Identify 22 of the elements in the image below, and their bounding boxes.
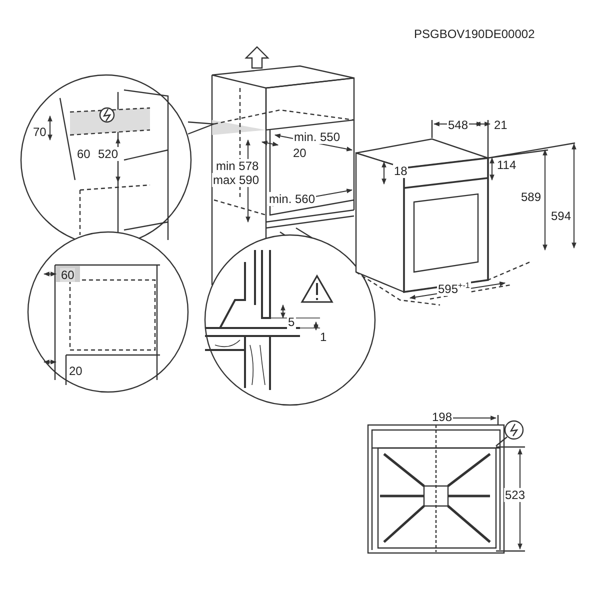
dimension-label: 70	[32, 125, 48, 139]
dimension-label: 20	[68, 364, 84, 378]
dimension-label: 1	[319, 330, 328, 344]
dimension-label: PSGBOV190DE00002	[413, 27, 536, 41]
dimension-label: 60	[60, 268, 76, 282]
dimension-label: 114	[496, 158, 518, 172]
dimension-label: 20	[292, 146, 308, 160]
dimension-label: min. 560	[268, 192, 316, 206]
dimension-label: 21	[493, 118, 508, 132]
dimension-label: 595$^{+-1}$	[437, 281, 471, 296]
dimension-label: 198	[431, 410, 454, 424]
dimension-label: min 578	[215, 159, 260, 173]
dimension-label: 589	[520, 190, 542, 204]
dimension-label: max 590	[212, 173, 260, 187]
dimension-label: 523	[504, 488, 526, 502]
dimension-label: 548	[447, 118, 470, 132]
dimension-label: 18	[393, 164, 408, 178]
dimension-label: 594	[550, 209, 572, 223]
dimension-label: 520	[97, 147, 120, 161]
dimension-label: 5	[287, 315, 296, 329]
dimension-label: 60	[76, 147, 92, 161]
dimension-label: min. 550	[293, 130, 342, 144]
